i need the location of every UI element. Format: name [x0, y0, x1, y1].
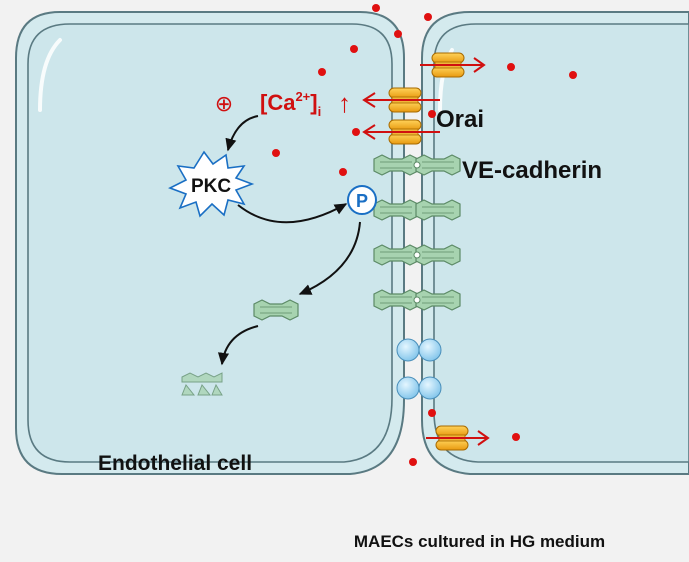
calcium-ion	[394, 30, 402, 38]
orai-label: Orai	[436, 106, 484, 133]
calcium-ion	[350, 45, 358, 53]
pkc-label: PKC	[191, 176, 231, 197]
pkc-node: PKC	[168, 150, 255, 218]
calcium-ion	[428, 110, 436, 118]
calcium-text: [Ca	[260, 90, 296, 115]
calcium-flux-arrows	[362, 57, 490, 446]
right-endothelial-cell	[421, 11, 689, 475]
intracellular-calcium-label: [Ca2+]i ↑	[260, 88, 351, 119]
calcium-ion	[512, 433, 520, 441]
pathway-arrows	[217, 115, 361, 366]
calcium-ion	[428, 409, 436, 417]
junction-spheres	[396, 338, 442, 400]
calcium-ion	[339, 168, 347, 176]
ve-cadherin-label: VE-cadherin	[462, 157, 602, 184]
calcium-ion	[569, 71, 577, 79]
phospho-label: P	[356, 191, 368, 211]
calcium-intracellular-subscript: i	[318, 104, 322, 119]
internalized-cadherin	[181, 299, 299, 396]
phospho-node: P	[347, 185, 377, 215]
ca-to-pkc-arrow	[225, 115, 259, 152]
up-arrow-icon: ↑	[338, 88, 351, 118]
pkc-to-phospho-arrow	[237, 203, 348, 224]
figure-caption: MAECs cultured in HG medium	[353, 532, 606, 551]
calcium-ion	[372, 4, 380, 12]
calcium-ions	[272, 4, 577, 466]
endothelial-cell-label: Endothelial cell	[98, 452, 252, 475]
calcium-ion	[424, 13, 432, 21]
degraded-cadherin-fragment	[181, 372, 223, 396]
phospho-to-internalization-arrow	[298, 221, 361, 295]
positive-regulation-symbol: ⊕	[215, 91, 233, 116]
calcium-ion	[409, 458, 417, 466]
calcium-ion	[507, 63, 515, 71]
internalization-to-degradation-arrow	[217, 325, 259, 366]
calcium-ion	[352, 128, 360, 136]
calcium-ion	[272, 149, 280, 157]
ve-cadherin-junction	[373, 154, 461, 311]
calcium-ion	[318, 68, 326, 76]
svg-text:[Ca2+]i: [Ca2+]i	[260, 89, 321, 119]
left-endothelial-cell	[15, 11, 405, 475]
calcium-charge: 2+	[295, 89, 310, 104]
